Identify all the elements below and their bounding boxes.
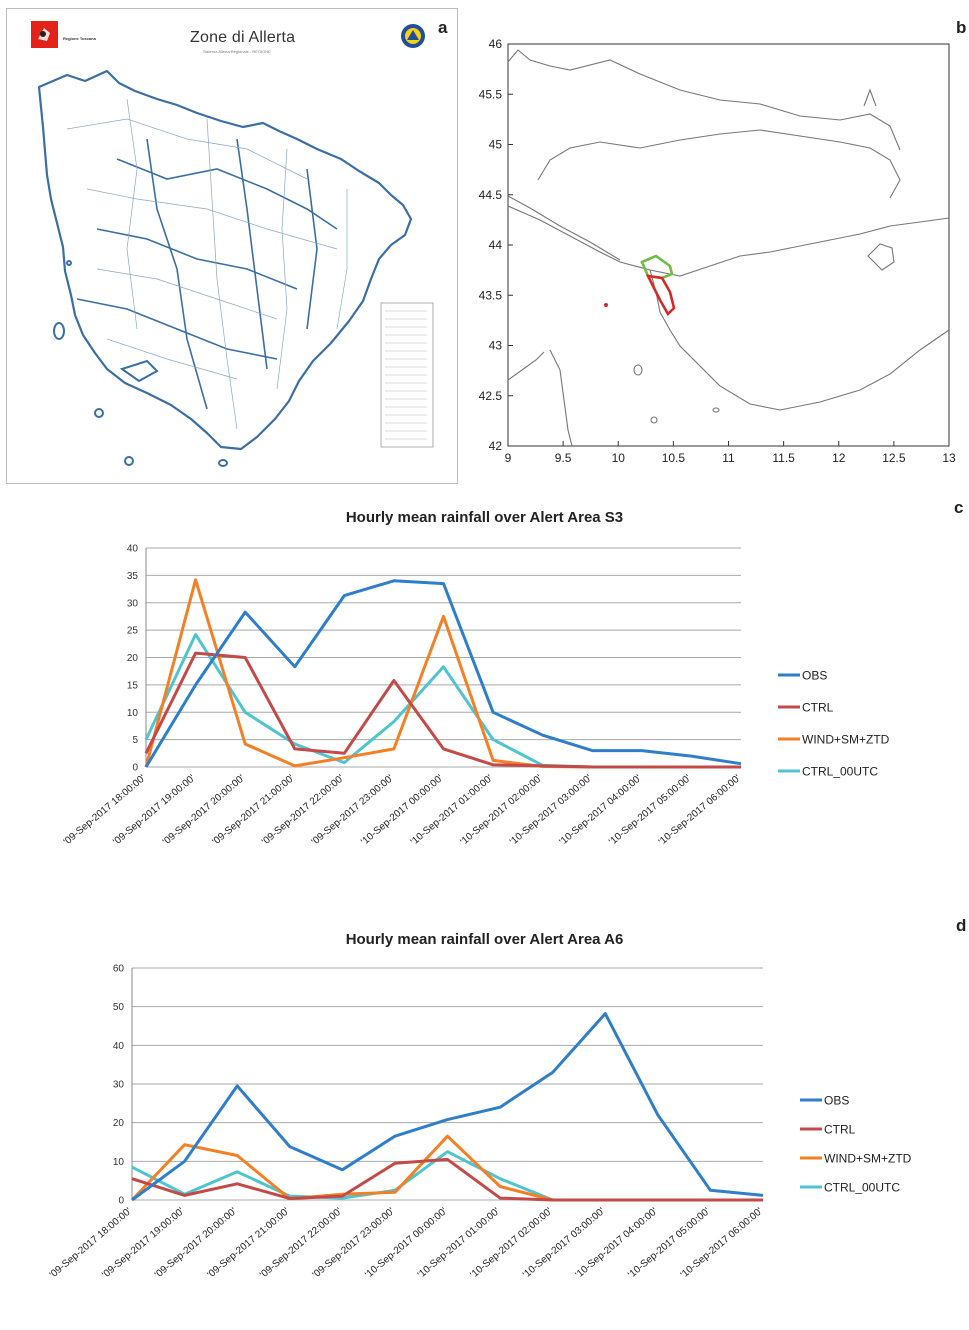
x-tick-label: '09-Sep-2017 22:00:00' xyxy=(260,773,346,848)
panel-letter-c: c xyxy=(954,498,964,517)
panel-letter-d: d xyxy=(956,916,967,935)
lon-tick-label: 12 xyxy=(832,451,846,465)
series-line-ctrl xyxy=(131,1157,763,1202)
map-title: Zone di Allerta xyxy=(190,29,296,46)
coastlines xyxy=(507,49,950,447)
map-b-frame xyxy=(507,43,950,447)
chart-s3-title: Hourly mean rainfall over Alert Area S3 xyxy=(345,509,624,526)
alert-area-s3-outline xyxy=(645,274,676,317)
lon-tick-label: 12.5 xyxy=(882,451,906,465)
x-tick-label: '09-Sep-2017 21:00:00' xyxy=(210,773,296,848)
legend-label: CTRL_00UTC xyxy=(824,1181,900,1195)
civil-protection-icon xyxy=(400,23,426,54)
lon-tick-label: 11 xyxy=(722,451,735,465)
tuscany-zones-outline xyxy=(37,69,434,467)
x-tick-label: '10-Sep-2017 02:00:00' xyxy=(458,773,544,848)
panel-letter-a: a xyxy=(438,18,448,37)
legend-label: CTRL xyxy=(802,701,834,715)
x-tick-label: '10-Sep-2017 05:00:00' xyxy=(607,773,693,848)
y-tick-label: 30 xyxy=(113,1080,125,1091)
y-tick-label: 30 xyxy=(127,598,139,609)
region-emblem-icon xyxy=(38,28,50,41)
y-tick-label: 50 xyxy=(113,1002,125,1013)
map-legend-box xyxy=(380,302,434,448)
legend-label: WIND+SM+ZTD xyxy=(824,1152,912,1166)
red-marker xyxy=(604,303,608,307)
y-tick-label: 25 xyxy=(127,626,139,637)
legend-label: CTRL_00UTC xyxy=(802,765,878,779)
y-tick-label: 15 xyxy=(127,680,139,691)
lat-tick-label: 42 xyxy=(489,439,503,453)
alert-zones-map: Regione Toscana Zone di Allerta Sistema … xyxy=(6,8,458,484)
y-tick-label: 5 xyxy=(132,735,138,746)
panel-letter-b: b xyxy=(956,18,967,37)
lat-tick-label: 43.5 xyxy=(479,288,503,302)
y-tick-label: 0 xyxy=(118,1196,124,1207)
chart-s3: Hourly mean rainfall over Alert Area S3 … xyxy=(0,495,969,890)
chart-a6-title: Hourly mean rainfall over Alert Area A6 xyxy=(345,931,624,948)
region-logo xyxy=(31,21,58,48)
series-line-obs xyxy=(131,1012,764,1202)
y-tick-label: 0 xyxy=(132,763,138,774)
lon-tick-label: 10.5 xyxy=(662,451,686,465)
x-tick-label: '09-Sep-2017 18:00:00' xyxy=(62,773,148,848)
x-tick-label: '10-Sep-2017 03:00:00' xyxy=(508,773,594,848)
x-tick-label: '10-Sep-2017 06:00:00' xyxy=(657,773,743,848)
y-tick-label: 40 xyxy=(113,1041,125,1052)
lat-tick-label: 44.5 xyxy=(479,188,503,202)
lat-tick-label: 45 xyxy=(489,138,503,152)
lat-tick-label: 42.5 xyxy=(479,389,503,403)
legend-label: CTRL xyxy=(824,1123,856,1137)
x-tick-label: '09-Sep-2017 23:00:00' xyxy=(310,773,396,848)
legend-label: WIND+SM+ZTD xyxy=(802,733,890,747)
series-line-obs xyxy=(144,579,742,768)
y-tick-label: 60 xyxy=(113,964,125,975)
y-tick-label: 20 xyxy=(127,653,139,664)
lon-tick-label: 9 xyxy=(505,451,512,465)
x-tick-label: '09-Sep-2017 18:00:00' xyxy=(48,1206,134,1281)
lat-tick-label: 44 xyxy=(489,238,503,252)
series-line-ctrl xyxy=(144,651,741,769)
x-tick-label: '10-Sep-2017 04:00:00' xyxy=(558,773,644,848)
lat-tick-label: 46 xyxy=(489,37,503,51)
lat-tick-label: 43 xyxy=(489,339,503,353)
map-subtitle: Sistema Allerta Regionale - REGIONE xyxy=(203,49,271,54)
series-line-wind-sm-ztd xyxy=(130,1134,763,1202)
y-tick-label: 20 xyxy=(113,1118,125,1129)
region-label: Regione Toscana xyxy=(63,36,96,41)
lon-tick-label: 10 xyxy=(612,451,626,465)
y-tick-label: 40 xyxy=(127,544,139,555)
lat-lon-map: 9 9.5 10 10.5 11 11.5 12 12.5 13 42 42.5 43 43.5 44 44… xyxy=(479,37,956,465)
lon-tick-label: 13 xyxy=(942,451,956,465)
lon-tick-label: 9.5 xyxy=(555,451,572,465)
x-tick-label: '09-Sep-2017 19:00:00' xyxy=(111,773,197,848)
chart-a6: Hourly mean rainfall over Alert Area A6 … xyxy=(0,915,969,1325)
x-tick-label: '09-Sep-2017 20:00:00' xyxy=(161,773,247,848)
x-tick-label: '10-Sep-2017 01:00:00' xyxy=(409,773,495,848)
legend-label: OBS xyxy=(824,1094,849,1108)
lat-tick-label: 45.5 xyxy=(479,87,503,101)
y-tick-label: 35 xyxy=(127,571,139,582)
x-tick-label: '10-Sep-2017 00:00:00' xyxy=(359,773,445,848)
y-tick-label: 10 xyxy=(113,1157,125,1168)
legend-label: OBS xyxy=(802,669,827,683)
lon-tick-label: 11.5 xyxy=(772,451,795,465)
y-tick-label: 10 xyxy=(127,708,139,719)
series-line-wind-sm-ztd xyxy=(144,578,741,769)
